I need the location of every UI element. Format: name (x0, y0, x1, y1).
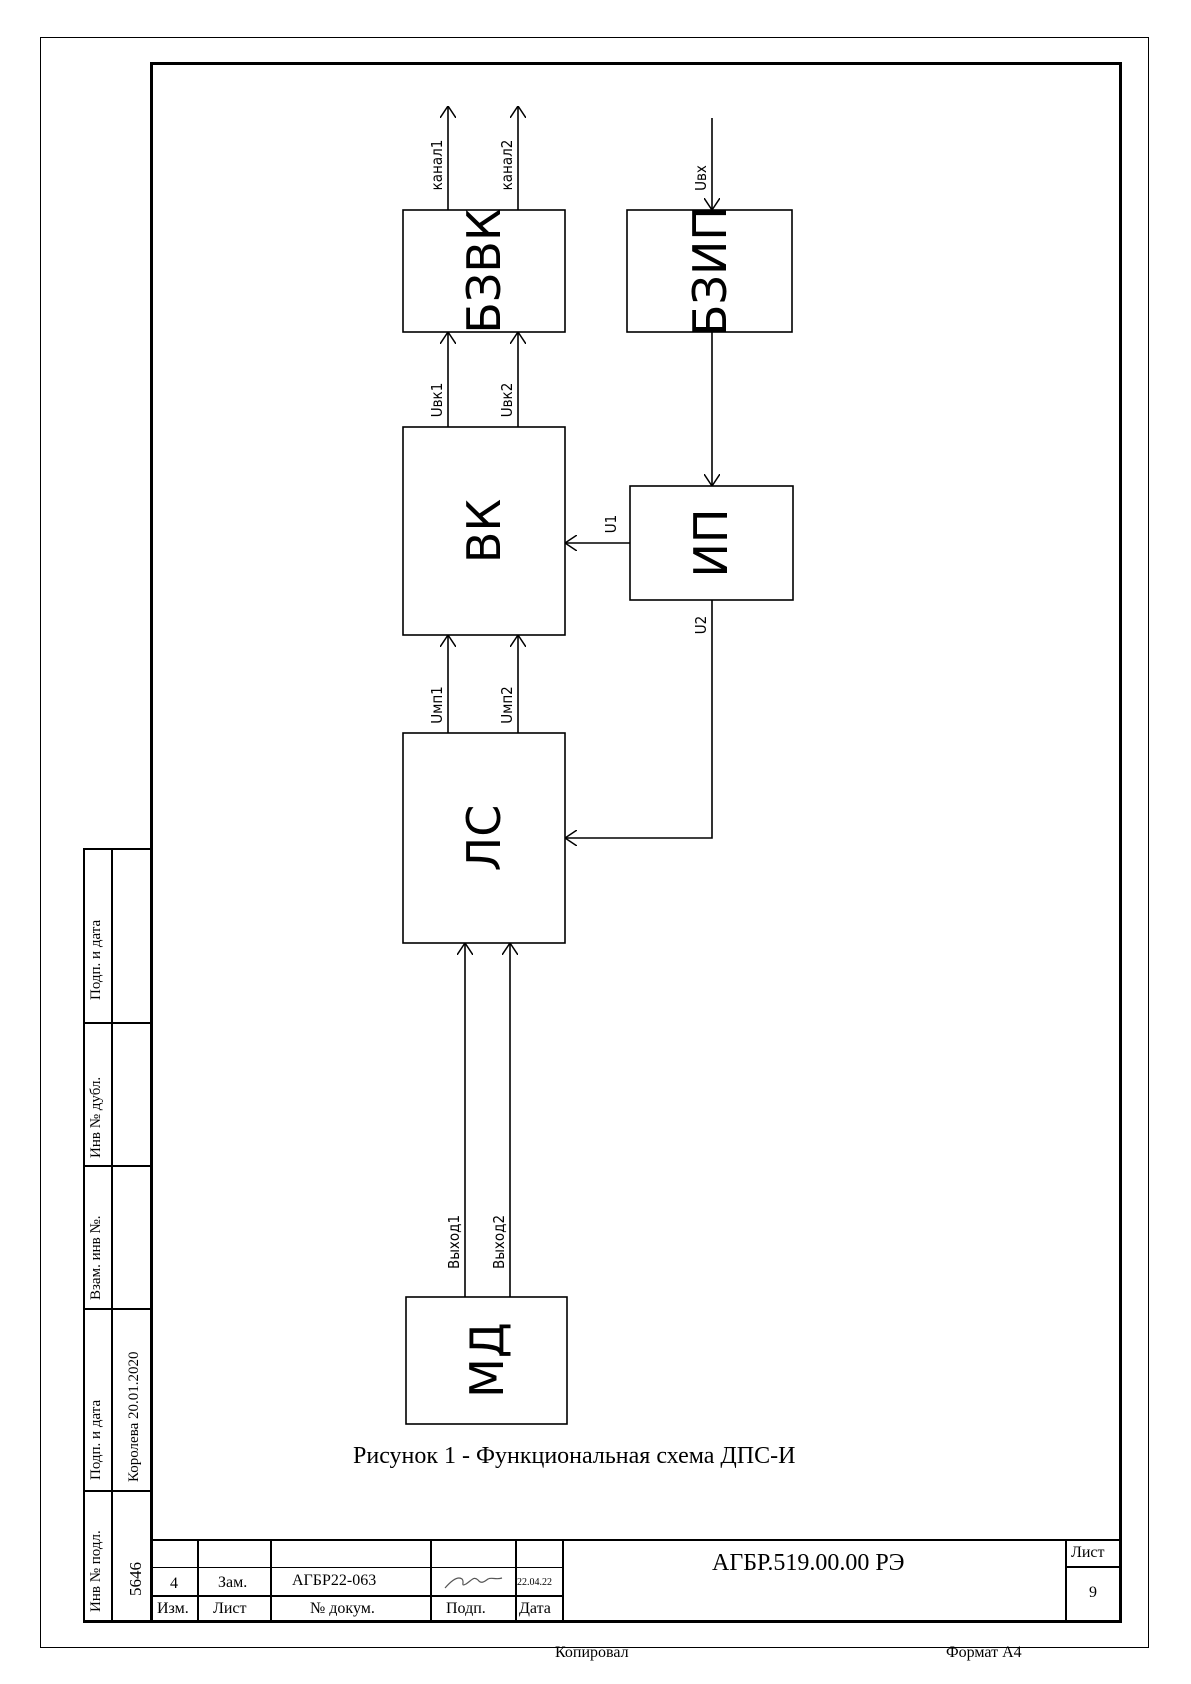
sig-uvk2: Uвк2 (498, 383, 516, 418)
sig-umn2: Uмп2 (498, 686, 516, 723)
outer-frame-top (40, 37, 1149, 38)
side-stamp-mid (111, 848, 113, 1622)
label-ip: ИП (684, 509, 738, 578)
tb-date-header: Дата (519, 1600, 551, 1617)
block-vk (402, 426, 566, 636)
main-frame-bottom (83, 1620, 1122, 1623)
footer-format: Формат А4 (946, 1644, 1022, 1661)
sig-kanal1: канал1 (428, 140, 446, 191)
label-vk: ВК (457, 499, 511, 563)
label-ls: ЛС (457, 805, 511, 872)
side-stamp-div2 (83, 1165, 151, 1167)
sig-uvk1: Uвк1 (428, 383, 446, 418)
tb-top (153, 1539, 1121, 1541)
footer-copied: Копировал (555, 1644, 629, 1661)
tb-doc-header: № докум. (310, 1600, 375, 1617)
tb-row3 (153, 1595, 563, 1597)
tb-doc-value: АГБР22-063 (292, 1572, 377, 1589)
tb-list-header: Лист (213, 1600, 247, 1617)
tb-izm-value: 4 (170, 1575, 178, 1592)
side-stamp-div3 (83, 1308, 151, 1310)
sig-u1: U1 (602, 515, 620, 533)
label-bzvk: БЗВК (457, 208, 511, 333)
main-frame-right (1119, 62, 1122, 1622)
tb-col2 (270, 1539, 272, 1622)
tb-date-value: 22.04.22 (517, 1577, 552, 1588)
sig-umn1: Uмп1 (428, 686, 446, 723)
tb-podp-header: Подп. (446, 1600, 486, 1617)
sheet-label: Лист (1071, 1544, 1105, 1561)
document-code: АГБР.519.00.00 РЭ (712, 1550, 905, 1576)
main-frame-top (150, 62, 1121, 65)
label-bzip: БЗИП (683, 206, 737, 336)
tb-izm-header: Изм. (157, 1600, 189, 1617)
signature-scribble (444, 1577, 503, 1589)
label-md: МД (460, 1322, 514, 1398)
line-u2 (565, 600, 713, 838)
figure-caption: Рисунок 1 - Функциональная схема ДПС-И (353, 1443, 796, 1469)
tb-list-value: Зам. (218, 1574, 248, 1591)
side-stamp-div4 (83, 1490, 151, 1492)
sig-vyhod2: Выход2 (490, 1215, 508, 1269)
sheet-number: 9 (1089, 1584, 1097, 1601)
outer-frame-left (40, 37, 41, 1648)
tb-col1 (197, 1539, 199, 1622)
sig-u2: U2 (692, 616, 710, 634)
tb-row2 (153, 1567, 563, 1568)
side-stamp-top (83, 848, 151, 850)
sig-ubx: Uвх (692, 165, 710, 191)
sig-kanal2: канал2 (498, 140, 516, 191)
block-md (405, 1296, 568, 1425)
side-stamp-left (83, 848, 85, 1622)
outer-frame-right (1148, 37, 1149, 1648)
tb-col5 (562, 1539, 564, 1622)
block-bzvk (402, 209, 566, 333)
sig-vyhod1: Выход1 (445, 1215, 463, 1269)
tb-col4 (515, 1539, 517, 1622)
tb-col6 (1065, 1539, 1067, 1622)
block-bzip (626, 209, 793, 333)
tb-sheet-div (1065, 1566, 1121, 1568)
tb-col3 (430, 1539, 432, 1622)
side-stamp-div1 (83, 1022, 151, 1024)
outer-frame-bottom (40, 1647, 1149, 1648)
main-frame-left (150, 62, 153, 1622)
